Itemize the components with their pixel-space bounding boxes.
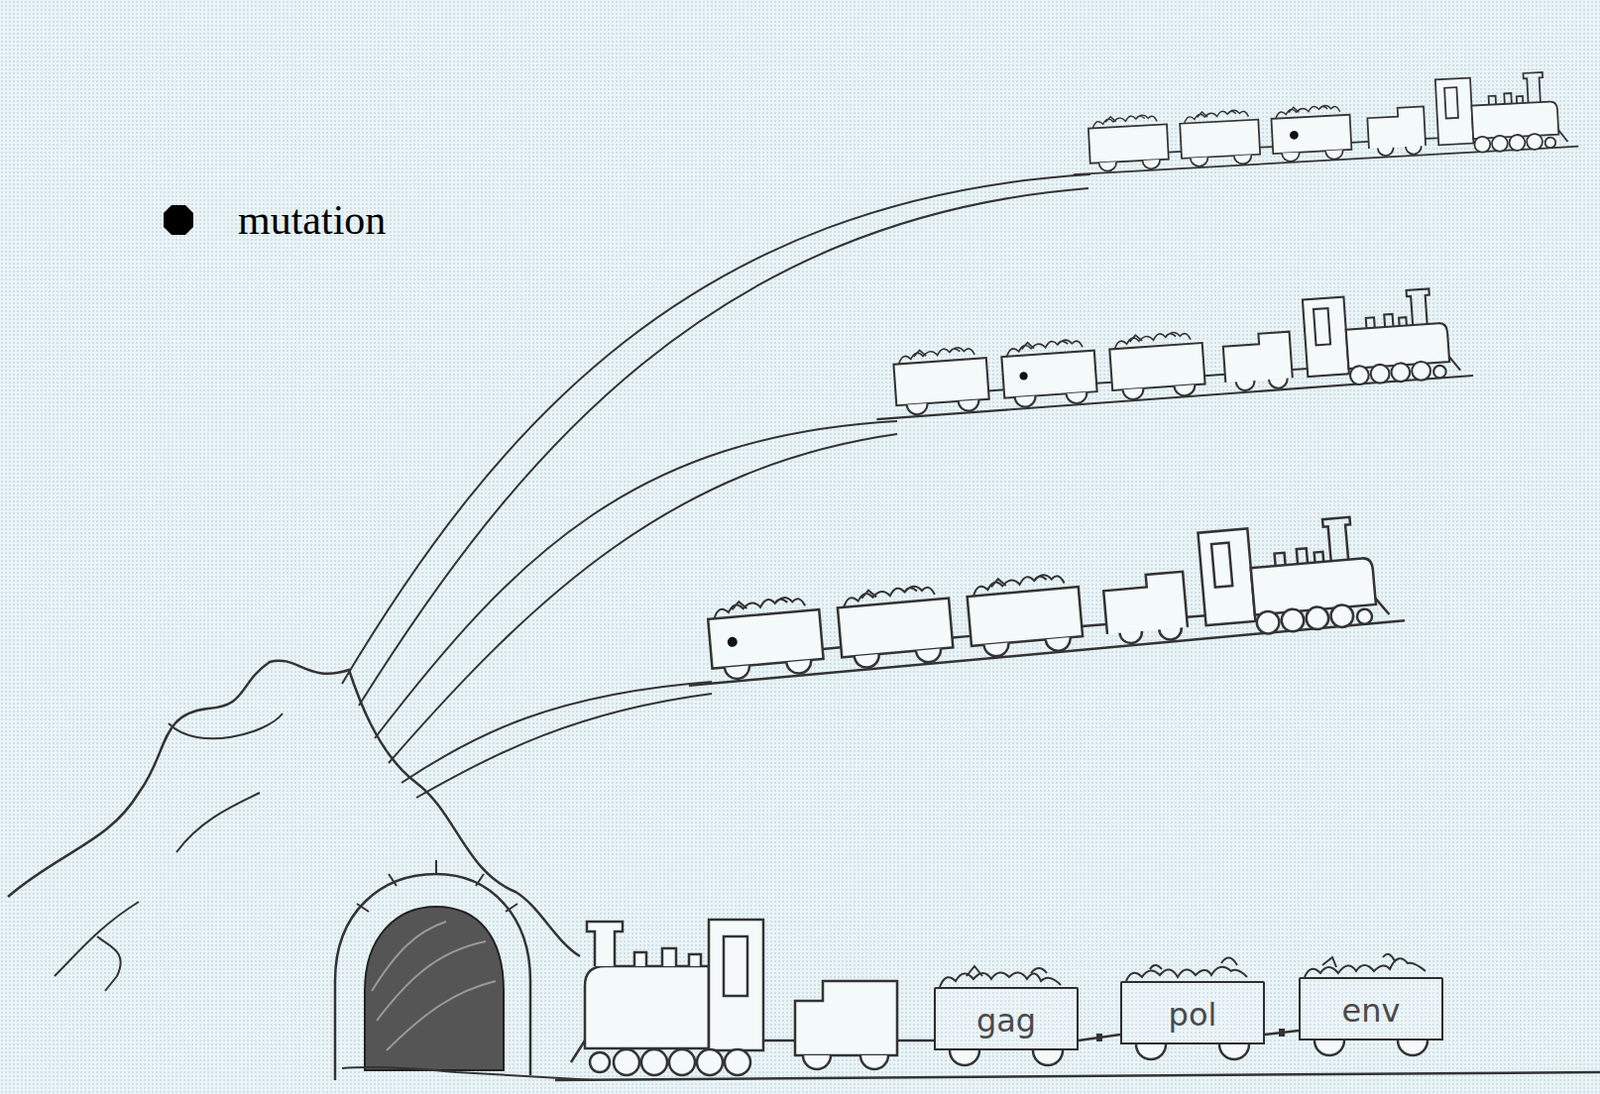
legend-entry: mutation bbox=[160, 196, 386, 244]
coupler-line bbox=[1264, 1028, 1299, 1037]
gene-label: pol bbox=[1168, 999, 1218, 1031]
wagon-box: gag bbox=[933, 987, 1079, 1051]
gene-label: env bbox=[1342, 995, 1401, 1028]
legend-dot bbox=[160, 202, 197, 238]
gene-label: gag bbox=[976, 1005, 1036, 1037]
wagon-box: env bbox=[1298, 977, 1444, 1041]
wagon-box: pol bbox=[1120, 981, 1265, 1045]
coupler-hook bbox=[1096, 1033, 1103, 1042]
coupler-hook bbox=[1278, 1028, 1285, 1037]
coupler-line bbox=[1264, 1030, 1299, 1035]
coupler-line bbox=[1078, 1034, 1121, 1041]
legend-text: mutation bbox=[237, 196, 386, 244]
coupler-line bbox=[1078, 1033, 1121, 1042]
